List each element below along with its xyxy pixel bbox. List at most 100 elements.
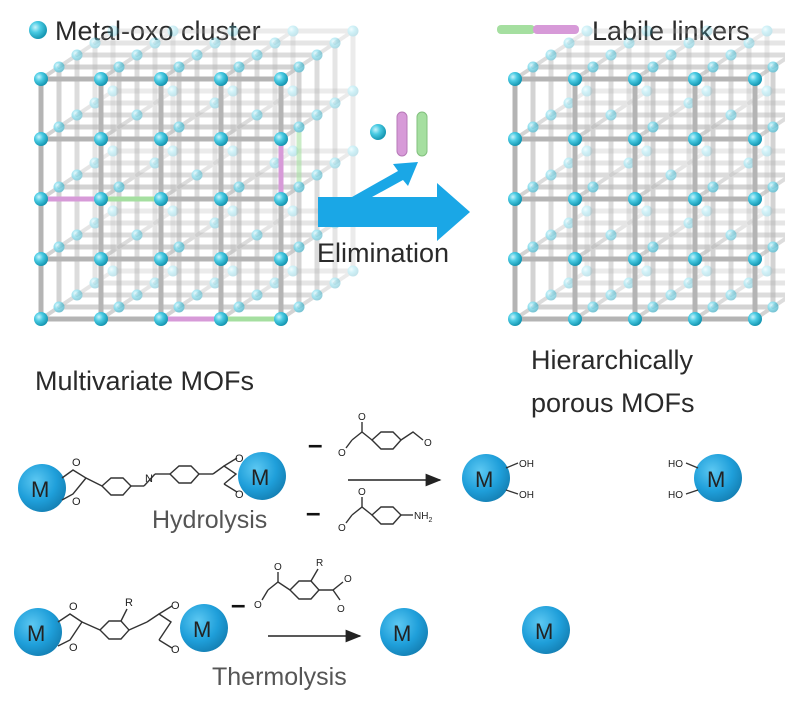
metal-oxo-cluster-node: [274, 72, 288, 86]
metal-oxo-cluster-node: [293, 301, 305, 313]
metal-oxo-cluster-node: [743, 277, 755, 289]
metal-oxo-cluster-node: [581, 25, 593, 37]
metal-label: M: [27, 621, 45, 646]
metal-oxo-cluster-node: [53, 61, 65, 73]
metal-oxo-cluster-node: [191, 289, 203, 301]
metal-oxo-cluster-node: [173, 301, 185, 313]
hierarchically-porous-mof-framework: [508, 25, 785, 326]
metal-oxo-cluster-node: [665, 169, 677, 181]
metal-oxo-cluster-node: [683, 37, 695, 49]
metal-oxo-cluster-node: [683, 97, 695, 109]
metal-oxo-cluster-node: [154, 132, 168, 146]
metal-oxo-cluster-node: [89, 157, 101, 169]
metal-oxo-cluster-node: [149, 157, 161, 169]
metal-oxo-cluster-node: [347, 85, 359, 97]
metal-oxo-cluster-node: [568, 252, 582, 266]
o-atom: O: [254, 600, 262, 611]
metal-oxo-cluster-node: [725, 229, 737, 241]
metal-oxo-cluster-node: [707, 301, 719, 313]
metal-oxo-cluster-node: [701, 85, 713, 97]
metal-oxo-cluster-node: [688, 132, 702, 146]
metal-oxo-cluster-node: [683, 277, 695, 289]
aldehyde-leaving-group: [345, 422, 424, 450]
linker-legend-icon: [497, 25, 579, 34]
metal-oxo-cluster-node: [725, 49, 737, 61]
metal-oxo-cluster-node: [113, 181, 125, 193]
metal-oxo-cluster-node: [767, 181, 779, 193]
metal-oxo-cluster-node: [508, 132, 522, 146]
metal-oxo-cluster-node: [767, 241, 779, 253]
metal-oxo-cluster-node: [527, 61, 539, 73]
metal-oxo-cluster-node: [274, 132, 288, 146]
o-atom: O: [344, 574, 352, 585]
metal-oxo-cluster-node: [311, 169, 323, 181]
metal-oxo-cluster-node: [581, 145, 593, 157]
metal-oxo-cluster-node: [154, 192, 168, 206]
metal-oxo-cluster-node: [71, 49, 83, 61]
metal-oxo-cluster-node: [527, 121, 539, 133]
metal-oxo-cluster-node: [191, 49, 203, 61]
metal-oxo-cluster-node: [274, 252, 288, 266]
metal-oxo-cluster-node: [154, 312, 168, 326]
metal-oxo-cluster-node: [227, 205, 239, 217]
metal-oxo-cluster-node: [545, 289, 557, 301]
o-atom: O: [69, 601, 78, 613]
metal-oxo-cluster-node: [53, 301, 65, 313]
metal-oxo-cluster-node: [545, 109, 557, 121]
ho-group: HO: [668, 459, 683, 470]
metal-oxo-cluster-node: [347, 25, 359, 37]
metal-oxo-cluster-node: [568, 132, 582, 146]
metal-oxo-cluster-node: [214, 312, 228, 326]
o-atom: O: [358, 412, 366, 423]
metal-oxo-cluster-node: [508, 192, 522, 206]
metal-oxo-cluster-node: [707, 61, 719, 73]
metal-oxo-cluster-node: [89, 97, 101, 109]
metal-oxo-cluster-node: [287, 205, 299, 217]
o-atom: O: [358, 487, 366, 498]
metal-oxo-cluster-node: [269, 157, 281, 169]
metal-oxo-cluster-node: [107, 85, 119, 97]
metal-oxo-cluster-node: [94, 192, 108, 206]
metal-oxo-cluster-node: [167, 85, 179, 97]
metal-oxo-cluster-node: [269, 277, 281, 289]
metal-oxo-cluster-node: [665, 289, 677, 301]
metal-oxo-cluster-node: [131, 289, 143, 301]
oh-group: OH: [519, 490, 534, 501]
metal-oxo-cluster-node: [287, 85, 299, 97]
metal-oxo-cluster-node: [191, 169, 203, 181]
metal-oxo-cluster-node: [568, 192, 582, 206]
metal-oxo-cluster-node: [623, 277, 635, 289]
metal-oxo-cluster-node: [251, 49, 263, 61]
metal-oxo-cluster-node: [641, 85, 653, 97]
metal-oxo-cluster-node: [287, 145, 299, 157]
legend-linkers: Labile linkers: [497, 16, 750, 46]
hydrolysis-label: Hydrolysis: [152, 506, 267, 534]
metal-oxo-cluster-node: [701, 265, 713, 277]
metal-oxo-cluster-node: [209, 97, 221, 109]
metal-oxo-cluster-node: [287, 265, 299, 277]
metal-oxo-cluster-node: [605, 109, 617, 121]
metal-oxo-cluster-node: [214, 72, 228, 86]
o-atom: O: [72, 457, 81, 469]
metal-oxo-cluster-node: [688, 312, 702, 326]
metal-oxo-cluster-node: [71, 289, 83, 301]
eliminated-linker-pink: [396, 111, 408, 157]
metal-oxo-cluster-node: [641, 145, 653, 157]
metal-oxo-cluster-node: [628, 72, 642, 86]
hydroxylated-metal-product-2: M HO HO: [668, 454, 742, 502]
metal-oxo-cluster-node: [743, 37, 755, 49]
metal-label: M: [475, 467, 493, 492]
metal-oxo-cluster-node: [563, 277, 575, 289]
metal-oxo-cluster-node: [665, 49, 677, 61]
metal-oxo-cluster-node: [329, 37, 341, 49]
legend-linkers-label: Labile linkers: [592, 16, 750, 46]
metal-oxo-cluster-node: [71, 229, 83, 241]
metal-oxo-cluster-node: [761, 265, 773, 277]
metal-oxo-cluster-node: [167, 205, 179, 217]
hydrolysis-reactant: M O O N O O M: [18, 452, 286, 512]
metal-oxo-cluster-node: [725, 109, 737, 121]
metal-oxo-cluster-node: [605, 229, 617, 241]
o-atom: O: [338, 523, 346, 534]
metal-oxo-cluster-node: [227, 145, 239, 157]
